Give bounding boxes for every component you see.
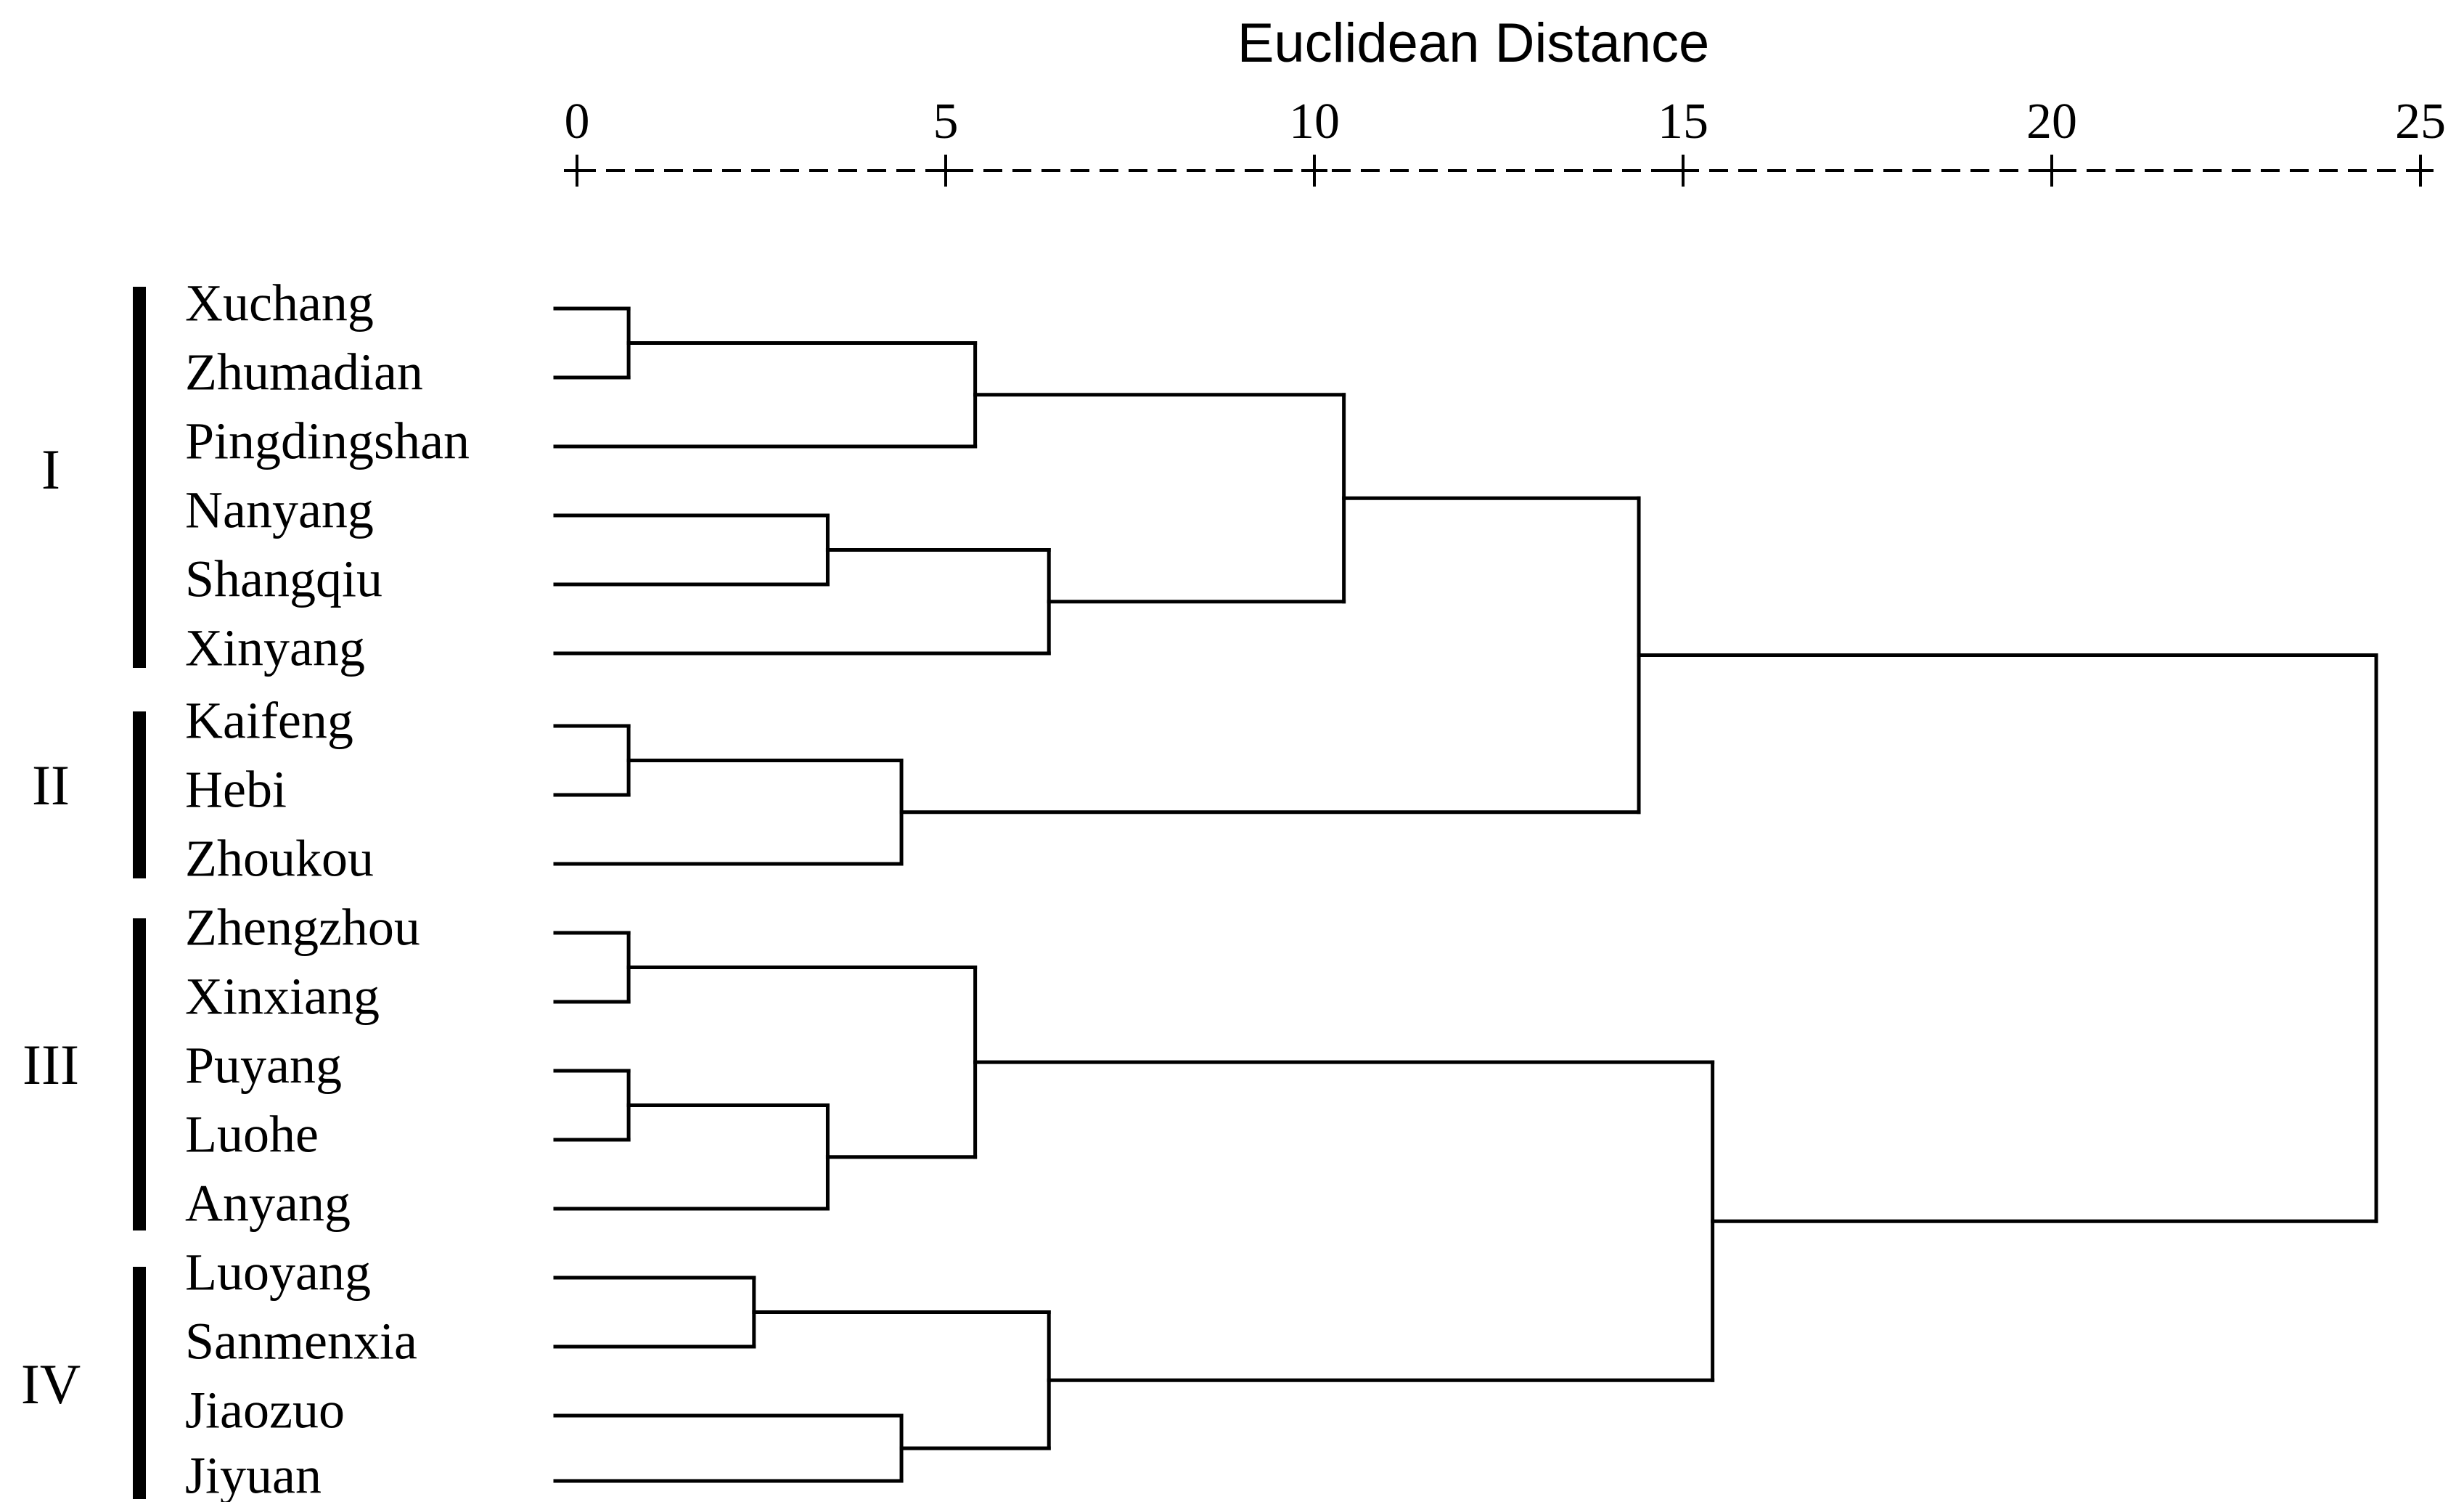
group-label: IV [21, 1352, 81, 1416]
leaf-label: Xinyang [185, 619, 365, 677]
axis-tick-label: 25 [2395, 94, 2446, 150]
leaf-label: Pingdingshan [185, 412, 470, 470]
axis-tick-label: 5 [933, 94, 959, 150]
leaf-label: Zhoukou [185, 830, 374, 888]
leaf-label: Luoyang [185, 1244, 371, 1302]
leaf-label: Zhumadian [185, 343, 423, 401]
leaf-label: Xuchang [185, 274, 374, 332]
leaf-label: Kaifeng [185, 692, 353, 750]
axis-tick-label: 15 [1658, 94, 1708, 150]
leaf-label: Anyang [185, 1175, 351, 1233]
leaf-label: Shangqiu [185, 550, 382, 608]
group-label: I [41, 438, 60, 501]
axis-tick-label: 10 [1289, 94, 1340, 150]
leaf-label: Luohe [185, 1106, 319, 1164]
leaf-label: Zhengzhou [185, 899, 420, 957]
leaf-label: Hebi [185, 761, 287, 819]
axis-tick-label: 0 [565, 94, 590, 150]
group-label: II [32, 754, 70, 817]
chart-title: Euclidean Distance [1237, 12, 1710, 74]
group-label: III [22, 1033, 79, 1096]
dendrogram-links [553, 306, 2378, 1483]
leaf-label: Xinxiang [185, 968, 380, 1026]
distance-axis: 0 5 10 15 20 25 [564, 94, 2446, 187]
leaf-label: Jiyuan [185, 1447, 322, 1502]
axis-tick-label: 20 [2026, 94, 2077, 150]
leaf-labels: XuchangZhumadianPingdingshanNanyangShang… [185, 274, 470, 1502]
leaf-label: Nanyang [185, 481, 374, 539]
leaf-label: Puyang [185, 1037, 342, 1095]
leaf-label: Jiaozuo [185, 1381, 345, 1440]
leaf-label: Sanmenxia [185, 1313, 417, 1371]
